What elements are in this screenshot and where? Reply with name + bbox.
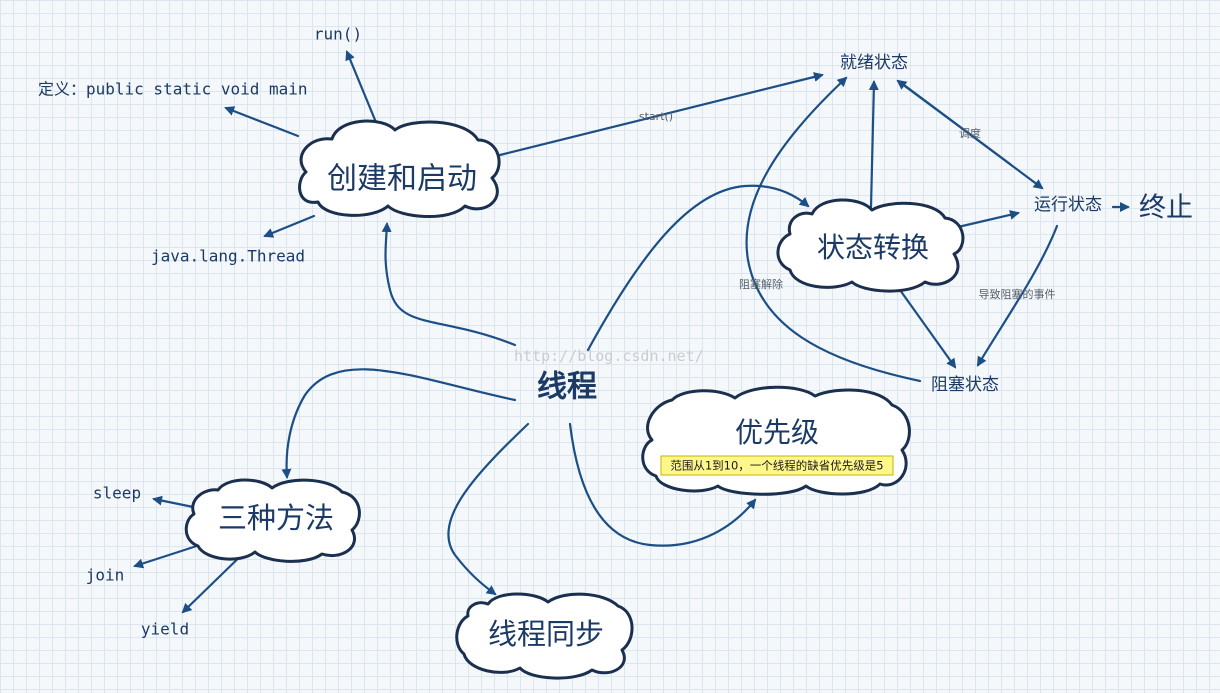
definition-label: 定义：public static void main bbox=[38, 80, 308, 99]
run-label: run() bbox=[314, 25, 362, 44]
priority-label: 优先级 bbox=[735, 416, 819, 449]
sync-cloud bbox=[455, 592, 634, 680]
arrow-creation-to-run bbox=[345, 50, 382, 134]
join-label: join bbox=[86, 566, 125, 585]
sync-label: 线程同步 bbox=[488, 617, 604, 651]
arrow-center-to-priority bbox=[568, 422, 757, 547]
terminated-label: 终止 bbox=[1139, 193, 1193, 224]
creation-cloud bbox=[298, 119, 501, 218]
arrow-center-to-methods bbox=[281, 368, 517, 479]
arrow-state-to-running bbox=[956, 209, 1020, 229]
unblock-label: 阻塞解除 bbox=[739, 277, 783, 291]
arrow-blocked-to-ready bbox=[745, 76, 922, 383]
arrow-creation-to-ready bbox=[498, 72, 824, 157]
methods-cloud bbox=[184, 478, 361, 563]
arrow-running-to-blocked bbox=[976, 224, 1059, 367]
arrow-center-to-state bbox=[586, 184, 810, 352]
sleep-label: sleep bbox=[93, 484, 141, 503]
thread-class-label: java.lang.Thread bbox=[151, 247, 305, 266]
state-transition-label: 状态转换 bbox=[817, 231, 929, 264]
blocked-state-label: 阻塞状态 bbox=[931, 375, 999, 395]
methods-label: 三种方法 bbox=[218, 501, 334, 535]
arrowhead-running-to-ready bbox=[896, 79, 1012, 166]
yield-label: yield bbox=[141, 620, 189, 639]
ready-state-label: 就绪状态 bbox=[840, 53, 908, 73]
arrow-methods-to-sleep bbox=[152, 495, 200, 510]
schedule-label: 调度 bbox=[959, 126, 981, 140]
arrow-creation-to-definition bbox=[224, 106, 300, 138]
running-state-label: 运行状态 bbox=[1034, 195, 1102, 215]
start-label: start() bbox=[639, 110, 673, 123]
arrow-methods-to-join bbox=[133, 541, 208, 569]
arrow-center-to-sync bbox=[447, 422, 530, 596]
arrow-center-to-creation bbox=[381, 222, 517, 347]
arrow-creation-to-thread bbox=[263, 214, 316, 238]
state-transition-cloud bbox=[776, 198, 965, 293]
priority-note: 范围从1到10，一个线程的缺省优先级是5 bbox=[670, 459, 883, 473]
priority-note-box bbox=[660, 455, 894, 476]
center-label: 线程 bbox=[537, 370, 597, 405]
watermark: http://blog.csdn.net/ bbox=[514, 347, 704, 365]
arrow-state-to-blocked bbox=[898, 288, 957, 369]
block-event-label: 导致阻塞的事件 bbox=[979, 287, 1056, 301]
arrow-state-to-ready bbox=[868, 80, 879, 209]
creation-label: 创建和启动 bbox=[327, 162, 477, 197]
